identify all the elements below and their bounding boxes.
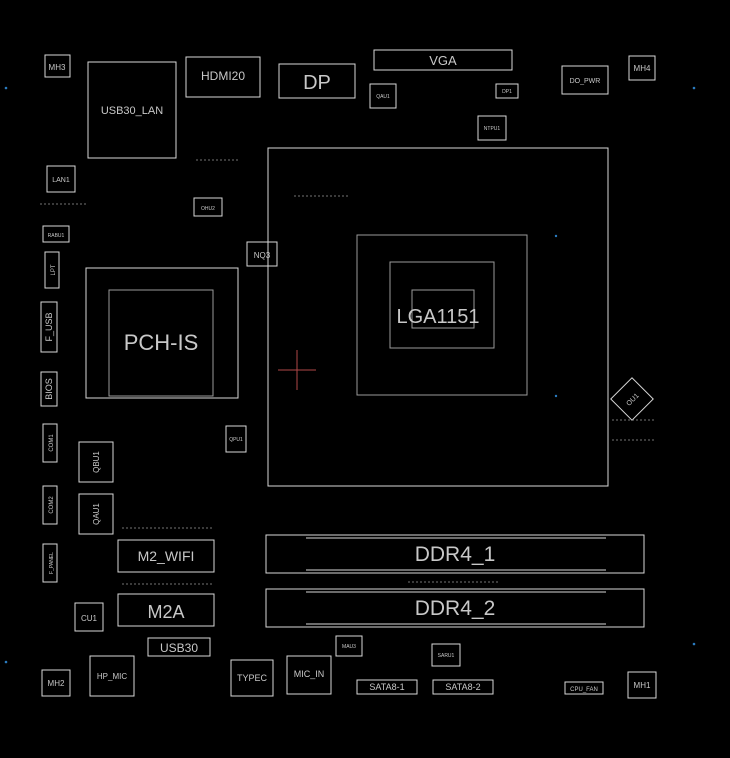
qpu1-label: QPU1 [229, 437, 243, 443]
chip-ou1[interactable]: OU1 [610, 377, 654, 421]
chip-qpu1[interactable]: QPU1 [225, 425, 247, 453]
ou1-label: OU1 [625, 392, 640, 407]
chip-qau1-top[interactable]: QAU1 [369, 83, 397, 109]
chip-bios[interactable]: BIOS [40, 371, 58, 407]
pch-label: PCH-IS [124, 330, 199, 355]
mh1-label: MH1 [634, 681, 651, 690]
header-usb30[interactable]: USB30 [147, 637, 211, 657]
dimm-slot-ddr4-1[interactable]: DDR4_1 [265, 534, 645, 574]
ddr4-1-label: DDR4_1 [415, 543, 496, 566]
cpu-socket-lga1151[interactable]: LGA1151 [267, 147, 609, 487]
socket-marker [278, 350, 316, 390]
qau1-label: QAU1 [92, 503, 101, 525]
m2-wifi-label: M2_WIFI [138, 548, 195, 564]
f-panel-label: F_PANEL [49, 552, 55, 574]
connector-sata8-2[interactable]: SATA8-2 [432, 679, 494, 695]
pch-chip[interactable]: PCH-IS [85, 267, 239, 399]
fiducial-dots [4, 86, 696, 664]
chip-ntpu1[interactable]: NTPU1 [477, 115, 507, 141]
qau1-top-label: QAU1 [376, 94, 390, 100]
mh2-label: MH2 [48, 679, 65, 688]
connector-do-pwr[interactable]: DO_PWR [561, 65, 609, 95]
typec-label: TYPEC [237, 673, 268, 683]
ntpu1-label: NTPU1 [484, 126, 501, 132]
chip-mau3[interactable]: MAU3 [335, 635, 363, 657]
header-f-usb[interactable]: F_USB [40, 301, 58, 353]
com1-label: COM1 [49, 434, 55, 452]
chip-rabu1[interactable]: RABU1 [42, 225, 70, 243]
saru1-label: SARU1 [438, 653, 455, 659]
connector-sata8-1[interactable]: SATA8-1 [356, 679, 418, 695]
header-cpu-fan[interactable]: CPU_FAN [564, 681, 604, 695]
cpu-fan-label: CPU_FAN [570, 687, 598, 693]
connector-typec[interactable]: TYPEC [230, 659, 274, 697]
pin-arrays [40, 159, 654, 585]
f-usb-label: F_USB [44, 312, 54, 341]
bios-label: BIOS [44, 378, 54, 400]
chip-cu1[interactable]: CU1 [74, 602, 104, 632]
mh3-label: MH3 [49, 63, 66, 72]
connector-hp-mic[interactable]: HP_MIC [89, 655, 135, 697]
vga-label: VGA [429, 53, 457, 68]
chip-ohu2[interactable]: OHU2 [193, 197, 223, 217]
dp1-label: DP1 [502, 89, 512, 95]
header-f-panel[interactable]: F_PANEL [42, 543, 58, 583]
qbu1-label: QBU1 [92, 451, 101, 473]
header-lpt[interactable]: LPT [44, 251, 60, 289]
connector-vga[interactable]: VGA [373, 49, 513, 71]
mounting-hole-mh1[interactable]: MH1 [627, 671, 657, 699]
chip-dp1[interactable]: DP1 [495, 83, 519, 99]
header-com1[interactable]: COM1 [42, 423, 58, 463]
lpt-label: LPT [51, 264, 57, 275]
header-com2[interactable]: COM2 [42, 485, 58, 525]
slot-m2a[interactable]: M2A [117, 593, 215, 627]
ddr4-2-label: DDR4_2 [415, 597, 496, 620]
lan-chip[interactable]: LAN1 [46, 165, 76, 193]
connector-mic-in[interactable]: MIC_IN [286, 655, 332, 695]
lan1-label: LAN1 [52, 177, 70, 184]
m2a-label: M2A [147, 602, 184, 622]
dimm-slot-ddr4-2[interactable]: DDR4_2 [265, 588, 645, 628]
usb30-label: USB30 [160, 641, 198, 655]
chip-qbu1[interactable]: QBU1 [78, 441, 114, 483]
do-pwr-label: DO_PWR [570, 78, 601, 85]
slot-m2-wifi[interactable]: M2_WIFI [117, 539, 215, 573]
nq3-label: NQ3 [254, 251, 271, 260]
mounting-hole-mh3[interactable]: MH3 [44, 54, 71, 78]
ohu2-label: OHU2 [201, 206, 215, 212]
mic-in-label: MIC_IN [294, 669, 325, 679]
sata8-2-label: SATA8-2 [445, 682, 480, 692]
mounting-hole-mh2[interactable]: MH2 [41, 669, 71, 697]
connector-dp[interactable]: DP [278, 63, 356, 99]
mh4-label: MH4 [634, 64, 651, 73]
rabu1-label: RABU1 [48, 233, 65, 239]
cu1-label: CU1 [81, 614, 98, 623]
chip-nq3[interactable]: NQ3 [246, 241, 278, 267]
chip-qau1[interactable]: QAU1 [78, 493, 114, 535]
hp-mic-label: HP_MIC [97, 672, 127, 681]
hdmi20-label: HDMI20 [201, 69, 245, 83]
dp-label: DP [303, 72, 331, 94]
mau3-label: MAU3 [342, 644, 356, 650]
lga1151-label: LGA1151 [396, 306, 479, 328]
connector-hdmi20[interactable]: HDMI20 [185, 56, 261, 98]
mounting-hole-mh4[interactable]: MH4 [628, 55, 656, 81]
com2-label: COM2 [49, 496, 55, 514]
usb30-lan-label: USB30_LAN [101, 105, 163, 117]
chip-saru1[interactable]: SARU1 [431, 643, 461, 667]
connector-usb30-lan[interactable]: USB30_LAN [87, 61, 177, 159]
sata8-1-label: SATA8-1 [369, 682, 404, 692]
